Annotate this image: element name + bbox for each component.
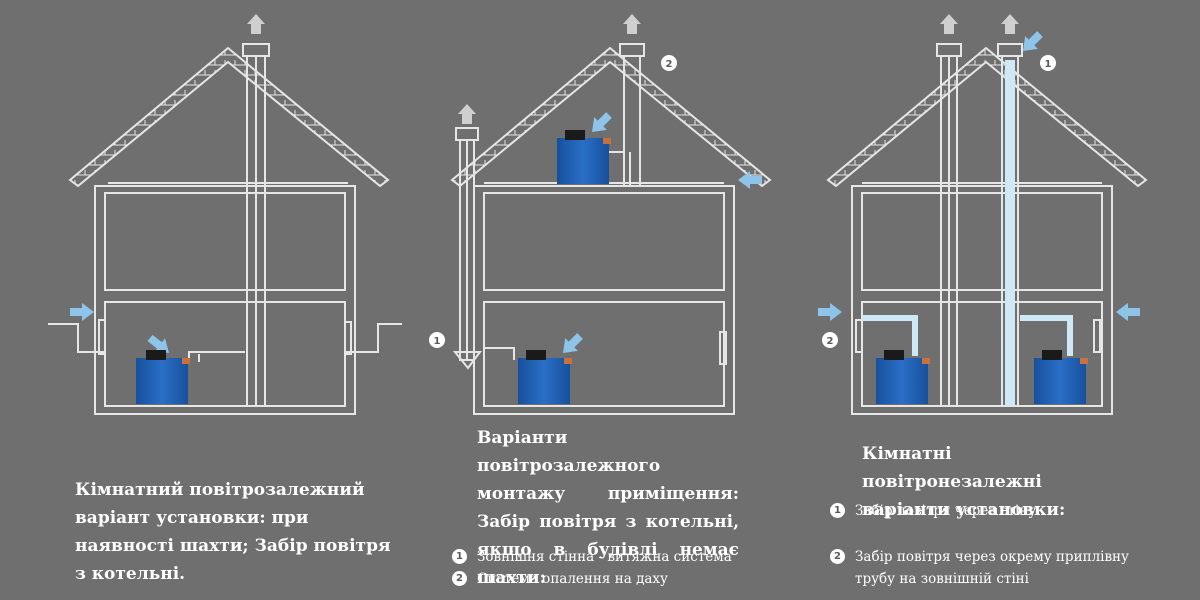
boiler-unit-icon [1034, 350, 1088, 404]
note-right-1: 1 Забір повітря через стіну [830, 500, 1150, 522]
air-intake-arrow-icon [556, 329, 587, 360]
air-intake-arrow-icon [70, 303, 94, 321]
caption-middle: Варіанти повітрозалежного монтажу приміщ… [477, 428, 739, 588]
boiler-unit-icon [136, 350, 190, 404]
note-middle-1: 1 Зовнішня стінна - витяжна система [452, 546, 782, 568]
exhaust-up-arrow-icon [1001, 14, 1019, 34]
note-right-2: 2 Забір повітря через окрему приплівну т… [830, 546, 1150, 590]
exhaust-up-arrow-icon [940, 14, 958, 34]
caption-right: Кімнатні повітронезалежні варіанти устан… [862, 444, 1066, 520]
roof-left [68, 46, 390, 188]
exhaust-up-arrow-icon [458, 104, 476, 124]
badge-right-1: 1 [1040, 55, 1056, 71]
badge-right-2: 2 [822, 332, 838, 348]
chimney-left [242, 43, 270, 407]
boiler-unit-icon [876, 350, 930, 404]
badge-middle-2: 2 [661, 55, 677, 71]
house-left [48, 43, 402, 415]
note-number-badge: 1 [830, 503, 845, 518]
flue-pipe-left [188, 351, 245, 358]
roof-middle [450, 46, 772, 188]
note-text: Система опалення на даху [477, 571, 668, 587]
note-number-badge: 2 [830, 549, 845, 564]
air-intake-arrow-icon [585, 108, 616, 139]
boiler-unit-icon [557, 130, 611, 184]
roof-right [826, 46, 1148, 188]
exhaust-up-arrow-icon [247, 14, 265, 34]
external-flue-middle [452, 127, 482, 370]
note-number-badge: 1 [452, 549, 467, 564]
badge-middle-1: 1 [429, 332, 445, 348]
supply-duct-right [862, 60, 1073, 406]
ground-line-left [48, 323, 104, 353]
air-intake-arrow-icon [818, 303, 842, 321]
note-number-badge: 2 [452, 571, 467, 586]
note-middle-2: 2 Система опалення на даху [452, 568, 782, 590]
air-intake-arrow-icon [1116, 303, 1140, 321]
upper-floor-left [104, 192, 346, 291]
house-middle [450, 43, 772, 415]
boiler-unit-icon [518, 350, 572, 404]
svg-text:2: 2 [827, 336, 834, 347]
walls-middle [473, 185, 735, 415]
walls-right [851, 185, 1113, 415]
note-text: Забір повітря через окрему приплівну тру… [855, 549, 1130, 587]
note-text: Зовнішня стінна - витяжна система [477, 549, 732, 565]
caption-left: Кімнатний повітрозалежний варіант устано… [75, 480, 391, 584]
svg-text:2: 2 [666, 59, 673, 70]
svg-text:1: 1 [434, 336, 441, 347]
svg-text:1: 1 [1045, 59, 1052, 70]
house-right [826, 43, 1148, 415]
walls-left [94, 185, 356, 415]
exhaust-up-arrow-icon [623, 14, 641, 34]
note-text: Забір повітря через стіну [855, 503, 1037, 519]
